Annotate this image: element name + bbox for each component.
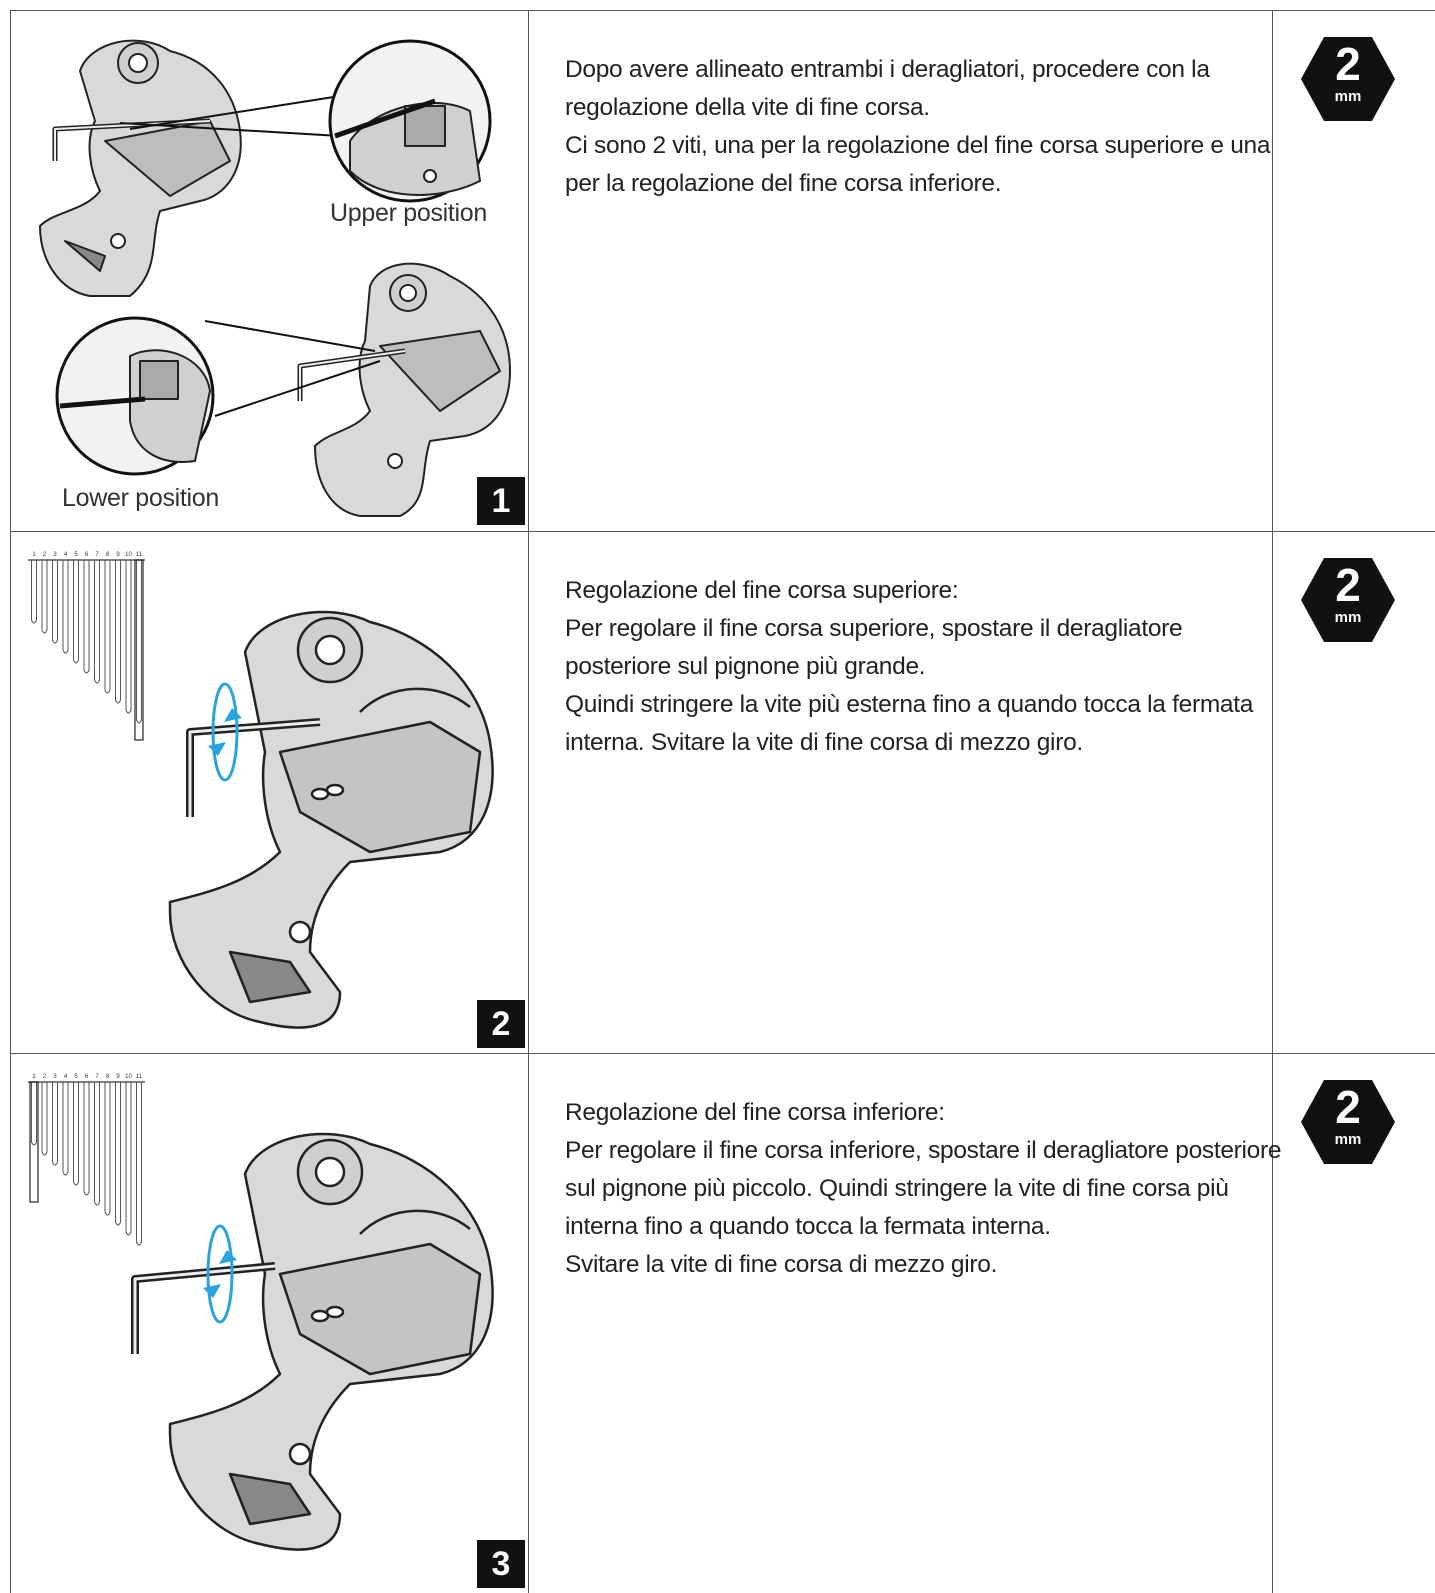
table-border-top (10, 10, 1435, 11)
cassette-cog (136, 1082, 142, 1246)
cassette-cog (104, 560, 111, 694)
cassette-sprocket-label: 11 (136, 1074, 143, 1080)
cassette-cog (62, 1082, 69, 1176)
hex-key-icon (1301, 37, 1395, 121)
cassette-cog (52, 1082, 58, 1166)
tool-size-badge: 2 mm (1300, 556, 1396, 644)
cassette-sprocket-label: 2 (43, 1074, 47, 1080)
cassette-sprocket-label: 6 (85, 1074, 89, 1080)
cassette-sprocket-label: 1 (32, 552, 36, 558)
paragraph: Dopo avere allineato entrambi i deraglia… (565, 56, 1210, 121)
tool-size-badge: 2 mm (1300, 35, 1396, 123)
cassette-cog (83, 1082, 90, 1196)
cassette-cog (41, 1082, 48, 1156)
cassette-sprocket-label: 1 (32, 1074, 36, 1080)
paragraph: Quindi stringere la vite più esterna fin… (565, 691, 1254, 756)
derailleur-drawing (168, 1132, 494, 1551)
cassette-sprocket-label: 3 (53, 552, 57, 558)
cassette-cog (73, 1082, 79, 1186)
cassette-sprocket-label: 6 (85, 552, 89, 558)
derailleur-lower-drawing (314, 262, 511, 517)
rotation-arrow-icon (211, 682, 239, 782)
step-2-description: Regolazione del fine corsa superiore: Pe… (565, 572, 1285, 762)
lower-position-caption: Lower position (62, 484, 220, 512)
tool-size-badge: 2 mm (1300, 1078, 1396, 1166)
cassette-cog (52, 560, 58, 644)
paragraph: Per regolare il fine corsa superiore, sp… (565, 615, 1183, 680)
table-column-divider-1 (528, 10, 529, 1593)
paragraph: Ci sono 2 viti, una per la regolazione d… (565, 132, 1271, 197)
cassette-cog (115, 1082, 121, 1226)
cassette-sprocket-label: 8 (106, 1074, 110, 1080)
chain-position-marker (29, 1081, 39, 1203)
step-3-description: Regolazione del fine corsa inferiore: Pe… (565, 1094, 1285, 1284)
tool-size-value: 2 (1335, 1081, 1361, 1133)
cassette-sprocket-label: 10 (125, 1074, 132, 1080)
cassette-cog (73, 560, 79, 664)
step-number-badge: 2 (477, 1000, 525, 1048)
table-divider-2 (10, 1053, 1435, 1054)
cassette-cog (31, 560, 37, 624)
cassette-sprocket-label: 7 (95, 552, 99, 558)
tool-size-unit: mm (1334, 1131, 1362, 1148)
cassette-cog (31, 1082, 37, 1146)
paragraph: Regolazione del fine corsa superiore: (565, 577, 959, 604)
cassette-cog (104, 1082, 111, 1216)
cassette-sprocket-label: 2 (43, 552, 47, 558)
tool-size-unit: mm (1334, 88, 1362, 105)
derailleur-drawing (168, 610, 494, 1029)
cassette-sprocket-label: 10 (125, 552, 132, 558)
step-1-illustration: Upper position Lower position 1 (10, 11, 537, 531)
cassette-sprocket-label: 3 (53, 1074, 57, 1080)
paragraph: Regolazione del fine corsa inferiore: (565, 1099, 945, 1126)
cassette-cog (125, 560, 132, 714)
step-number-badge: 3 (477, 1540, 525, 1588)
cassette-sprocket-label: 11 (136, 552, 143, 558)
step-1-description: Dopo avere allineato entrambi i deraglia… (565, 51, 1285, 203)
tool-size-value: 2 (1335, 559, 1361, 611)
cassette-sprocket-label: 9 (116, 1074, 120, 1080)
cassette-sprocket-label: 5 (74, 1074, 78, 1080)
hex-key-icon (1301, 558, 1395, 642)
chain-position-marker (134, 559, 144, 741)
tool-size-value: 2 (1335, 38, 1361, 90)
cassette-sprocket-label: 8 (106, 552, 110, 558)
cassette-sprocket-label: 4 (64, 552, 68, 558)
rotation-arrow-icon (206, 1224, 234, 1324)
cassette-cog (136, 560, 142, 724)
cassette-cog (94, 560, 100, 684)
paragraph: Svitare la vite di fine corsa di mezzo g… (565, 1251, 998, 1278)
tool-size-unit: mm (1334, 609, 1362, 626)
table-divider-1 (10, 531, 1435, 532)
cassette-cog (62, 560, 69, 654)
cassette-sprocket-label: 4 (64, 1074, 68, 1080)
cassette-cog (83, 560, 90, 674)
step-row-1: Upper position Lower position 1 Dopo ave… (10, 11, 1435, 531)
derailleur-upper-drawing (39, 39, 242, 297)
cassette-cog (94, 1082, 100, 1206)
upper-position-caption: Upper position (330, 199, 488, 227)
cassette-cog (125, 1082, 132, 1236)
paragraph: Per regolare il fine corsa inferiore, sp… (565, 1137, 1282, 1240)
step-number-badge: 1 (477, 477, 525, 525)
cassette-sprocket-label: 7 (95, 1074, 99, 1080)
cassette-sprocket-label: 9 (116, 552, 120, 558)
hex-key-icon (1301, 1080, 1395, 1164)
cassette-cog (115, 560, 121, 704)
table-column-divider-2 (1272, 10, 1273, 1593)
cassette-cog (41, 560, 48, 634)
cassette-sprocket-label: 5 (74, 552, 78, 558)
table-border-left (10, 10, 11, 1593)
